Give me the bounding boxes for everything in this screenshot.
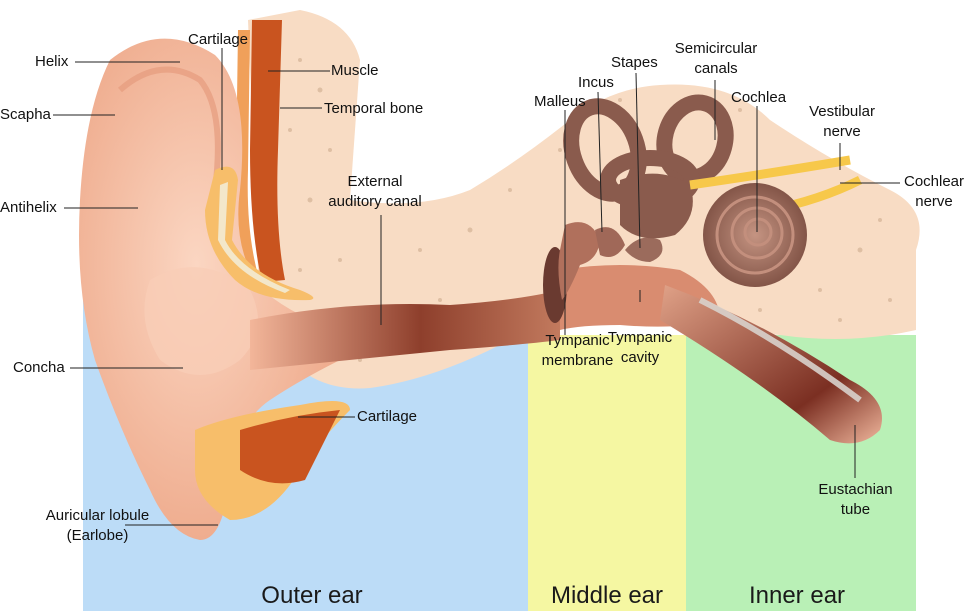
label-stapes: Stapes bbox=[611, 54, 658, 71]
label-tympanic-membrane: Tympanic membrane bbox=[541, 332, 614, 369]
stapes-shape bbox=[625, 237, 663, 262]
label-cartilage-bottom: Cartilage bbox=[357, 408, 418, 425]
bone-speckles bbox=[268, 58, 892, 362]
label-auricular-lobule: Auricular lobule (Earlobe) bbox=[45, 507, 150, 544]
region-label-outer: Outer ear bbox=[261, 582, 363, 609]
label-helix: Helix bbox=[35, 53, 69, 70]
label-eustachian-tube: Eustachian tube bbox=[818, 481, 893, 518]
middle-ear-region bbox=[528, 335, 686, 611]
label-semicircular-canals: Semicircular canals bbox=[674, 40, 758, 77]
region-label-inner: Inner ear bbox=[748, 582, 846, 609]
label-cartilage-top: Cartilage bbox=[188, 31, 249, 48]
cartilage-upper bbox=[205, 166, 314, 301]
label-malleus: Malleus bbox=[534, 93, 586, 110]
cochlea-shape bbox=[703, 183, 807, 287]
label-concha: Concha bbox=[13, 359, 65, 376]
external-canal bbox=[250, 290, 560, 370]
muscle-strip bbox=[250, 20, 285, 282]
muscle-lower bbox=[240, 410, 340, 484]
label-incus: Incus bbox=[578, 74, 614, 91]
label-scapha: Scapha bbox=[0, 106, 51, 123]
concha-bowl bbox=[144, 267, 258, 375]
vestibular-nerve-shape bbox=[689, 155, 851, 190]
eustachian-tube bbox=[660, 285, 882, 444]
label-cochlea: Cochlea bbox=[731, 89, 787, 106]
leader-lines bbox=[53, 48, 900, 526]
label-external-canal: External auditory canal bbox=[328, 173, 422, 210]
malleus-shape bbox=[558, 222, 600, 300]
label-tympanic-cavity: Tympanic cavity bbox=[607, 329, 673, 366]
label-vestibular-nerve: Vestibular nerve bbox=[809, 103, 875, 140]
label-muscle: Muscle bbox=[331, 62, 379, 79]
incus-shape bbox=[595, 227, 625, 258]
label-temporal-bone: Temporal bone bbox=[324, 100, 424, 117]
label-cochlear-nerve: Cochlear nerve bbox=[903, 173, 965, 210]
label-antihelix: Antihelix bbox=[0, 199, 57, 216]
region-label-middle: Middle ear bbox=[550, 582, 664, 609]
semicircular-canals-shape bbox=[563, 94, 734, 210]
temporal-bone bbox=[248, 10, 920, 389]
